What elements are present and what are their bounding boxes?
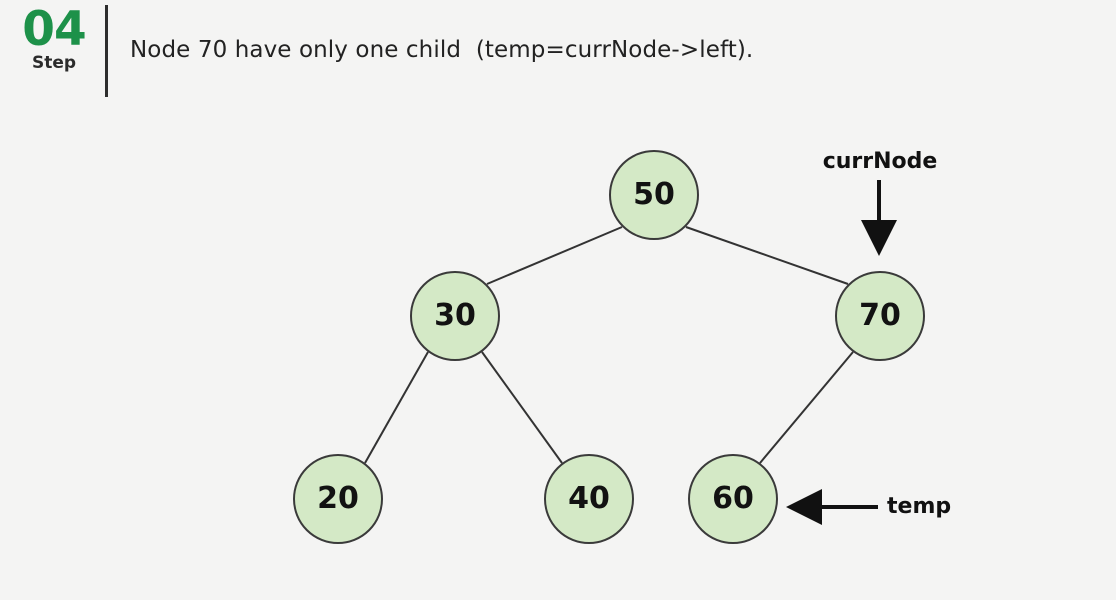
step-number: 04 (22, 2, 86, 57)
annotation-currnode: currNode (822, 149, 938, 174)
step-header: 04 Step Node 70 have only one child (tem… (0, 0, 1116, 105)
tree-edge-30-20 (364, 351, 429, 464)
tree-node-label: 20 (317, 481, 359, 516)
tree-node-label: 60 (712, 481, 754, 516)
tree-node-40[interactable]: 40 (544, 454, 634, 544)
tree-node-70[interactable]: 70 (835, 271, 925, 361)
tree-node-60[interactable]: 60 (688, 454, 778, 544)
tree-edge-70-60 (759, 351, 854, 464)
step-word-label: Step (31, 52, 77, 73)
annotation-temp: temp (887, 494, 952, 519)
tree-edge-50-30 (486, 226, 623, 285)
tree-node-label: 30 (434, 298, 476, 333)
tree-node-label: 40 (568, 481, 610, 516)
tree-node-50[interactable]: 50 (609, 150, 699, 240)
tree-node-20[interactable]: 20 (293, 454, 383, 544)
header-divider (105, 5, 108, 97)
step-description: Node 70 have only one child (temp=currNo… (130, 37, 754, 63)
tree-node-30[interactable]: 30 (410, 271, 500, 361)
step-badge: 04 Step (10, 2, 98, 73)
tree-node-label: 50 (633, 177, 675, 212)
tree-edge-50-70 (685, 226, 849, 285)
tree-edge-30-40 (481, 351, 563, 464)
tree-node-label: 70 (859, 298, 901, 333)
